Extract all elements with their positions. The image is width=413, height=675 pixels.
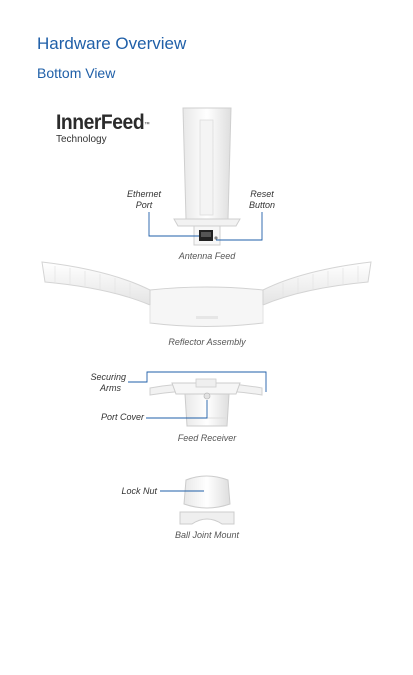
logo-word: InnerFeed bbox=[56, 111, 145, 134]
securing-arms-label: Securing Arms bbox=[90, 372, 126, 393]
logo-tm: ™ bbox=[144, 122, 150, 128]
reset-button-label: Reset Button bbox=[248, 189, 276, 210]
feed-receiver-callouts bbox=[128, 371, 267, 419]
port-cover-label: Port Cover bbox=[100, 412, 144, 422]
feed-receiver-caption: Feed Receiver bbox=[177, 433, 237, 443]
feed-receiver-illustration bbox=[149, 378, 263, 427]
antenna-feed-illustration bbox=[173, 107, 241, 246]
antenna-feed-caption: Antenna Feed bbox=[178, 251, 236, 261]
ball-joint-mount-caption: Ball Joint Mount bbox=[174, 530, 240, 540]
page-title: Hardware Overview bbox=[37, 34, 187, 53]
innerfeed-logo: InnerFeed™ Technology bbox=[56, 112, 157, 146]
reflector-assembly-illustration bbox=[41, 261, 372, 327]
section-title: Bottom View bbox=[37, 65, 116, 81]
antenna-feed-callouts bbox=[148, 212, 263, 241]
ball-joint-mount-illustration bbox=[179, 475, 235, 525]
lock-nut-label: Lock Nut bbox=[121, 486, 157, 496]
ethernet-port-label: Ethernet Port bbox=[126, 189, 162, 210]
reflector-assembly-caption: Reflector Assembly bbox=[168, 337, 246, 347]
logo-subtitle: Technology bbox=[56, 134, 107, 145]
